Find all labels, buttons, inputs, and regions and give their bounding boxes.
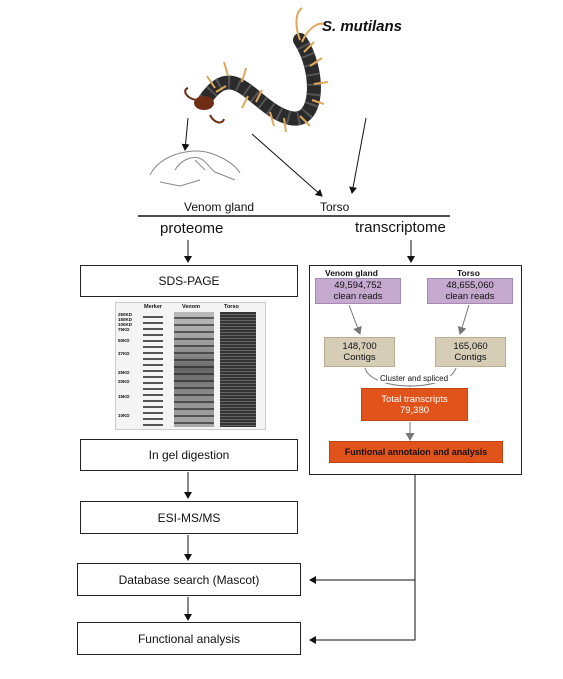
marker-10: 10KD (118, 413, 130, 418)
marker-50: 50KD (118, 338, 130, 343)
transcriptome-label: transcriptome (355, 219, 446, 236)
in-gel-digestion-label: In gel digestion (148, 448, 230, 462)
transcriptome-panel (309, 265, 522, 475)
marker-25: 25KD (118, 370, 130, 375)
panel-torso-title: Torso (457, 268, 480, 278)
torso-reads-number: 48,655,060 (446, 280, 494, 291)
gel-lane-label-torso: Torso (224, 304, 239, 310)
torso-contigs-number: 165,060 (453, 341, 488, 352)
marker-15: 15KD (118, 394, 130, 399)
gel-lane-label-merker: Merker (144, 304, 163, 310)
database-search-box: Database search (Mascot) (77, 563, 301, 596)
torso-reads-text: clean reads (445, 291, 495, 302)
torso-label: Torso (320, 200, 350, 214)
functional-analysis-label: Functional analysis (137, 631, 241, 646)
torso-reads-box: 48,655,060 clean reads (427, 278, 513, 304)
marker-100: 100KD (118, 322, 133, 327)
marker-250: 250KD (118, 312, 133, 317)
esi-ms-box: ESI-MS/MS (80, 501, 298, 534)
torso-contigs-text: Contigs (454, 352, 487, 363)
gel-image: Merker Venom Torso 250KD 150KD 100KD 75K… (115, 302, 266, 430)
venom-reads-text: clean reads (333, 291, 383, 302)
gel-lane-venom-bands (174, 312, 214, 427)
database-search-label: Database search (Mascot) (118, 572, 260, 587)
gel-lane-label-venom: Venom (182, 304, 201, 310)
marker-75: 75KD (118, 327, 130, 332)
venom-contigs-number: 148,700 (342, 341, 377, 352)
venom-gland-label: Venom gland (184, 200, 255, 214)
functional-analysis-box: Functional analysis (77, 622, 301, 655)
species-name: S. mutilans (322, 18, 403, 35)
forcipule-sketch (149, 150, 241, 187)
total-transcripts-box: Total transcripts 79,380 (361, 388, 468, 421)
panel-venom-title: Venom gland (325, 268, 378, 278)
esi-ms-label: ESI-MS/MS (157, 510, 221, 525)
annotation-box: Funtional annotaion and analysis (329, 441, 503, 463)
proteome-label: proteome (160, 220, 224, 237)
centipede-illustration (184, 7, 329, 133)
marker-150: 150KD (118, 317, 133, 322)
gel-lane-marker (143, 312, 163, 427)
total-transcripts-text: Total transcripts (381, 393, 448, 405)
venom-reads-box: 49,594,752 clean reads (315, 278, 401, 304)
venom-contigs-text: Contigs (343, 352, 376, 363)
marker-37: 37KD (118, 351, 130, 356)
venom-reads-number: 49,594,752 (334, 280, 382, 291)
gel-lane-torso (220, 312, 256, 427)
sds-page-label: SDS-PAGE (158, 274, 220, 288)
marker-20: 20KD (118, 379, 130, 384)
venom-contigs-box: 148,700 Contigs (324, 337, 395, 367)
sds-page-box: SDS-PAGE (80, 265, 298, 297)
gel-marker-labels: 250KD 150KD 100KD 75KD 50KD 37KD 25KD 20… (118, 312, 132, 418)
in-gel-digestion-box: In gel digestion (80, 439, 298, 471)
cluster-label: Cluster and spliced (378, 374, 451, 383)
torso-contigs-box: 165,060 Contigs (435, 337, 506, 367)
annotation-text: Funtional annotaion and analysis (344, 446, 488, 457)
total-transcripts-number: 79,380 (399, 404, 430, 416)
